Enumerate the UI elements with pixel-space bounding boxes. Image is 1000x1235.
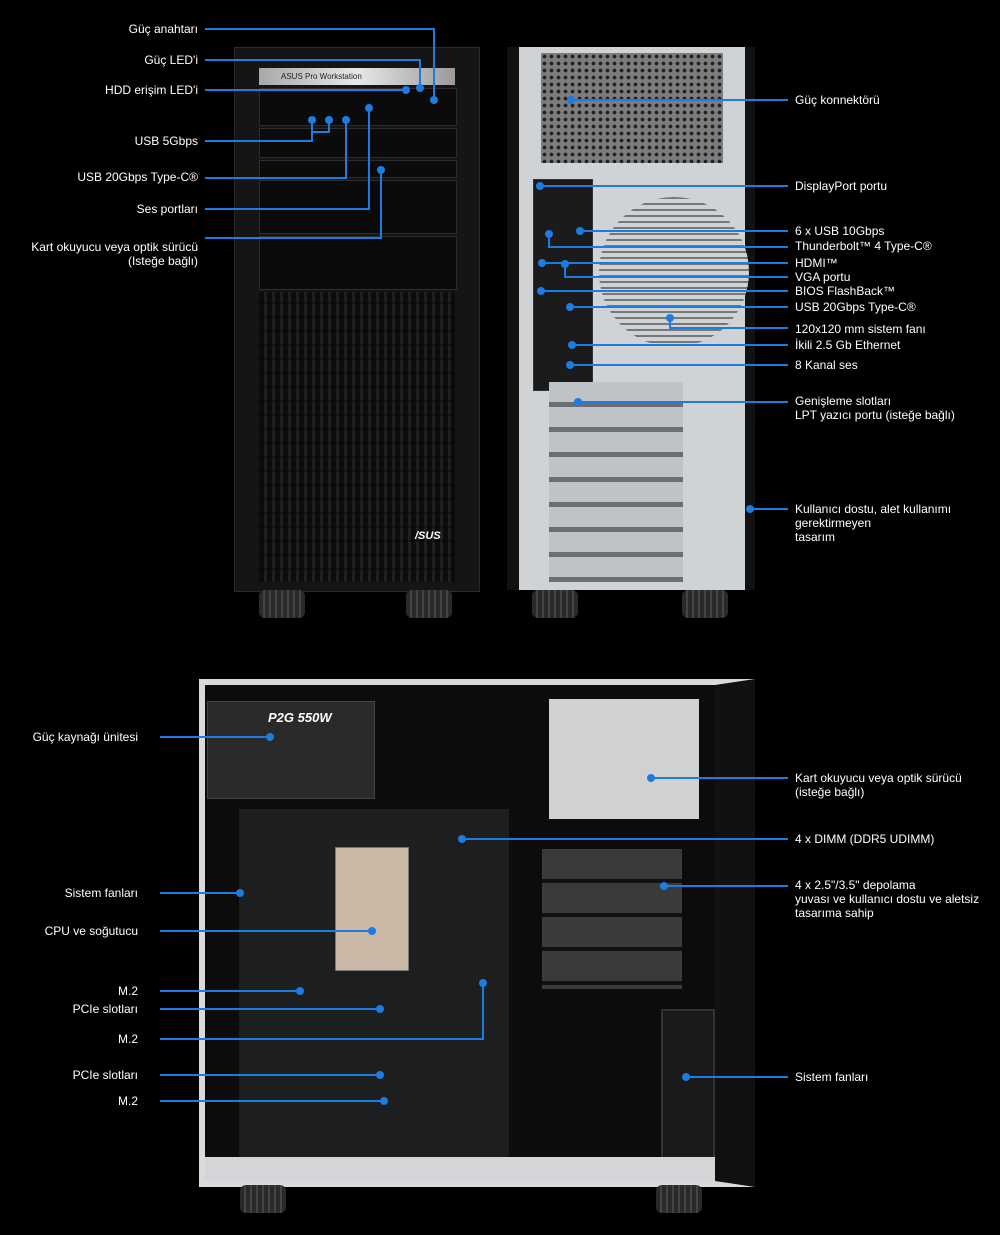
label-pcie-2: PCIe slotları: [72, 1068, 138, 1082]
case-foot: [532, 590, 578, 618]
front-nameplate: ASUS Pro Workstation: [259, 68, 455, 85]
label-thunderbolt: Thunderbolt™ 4 Type-C®: [795, 239, 932, 253]
rear-io-panel: [533, 179, 593, 391]
case-foot: [240, 1185, 286, 1213]
label-dimm: 4 x DIMM (DDR5 UDIMM): [795, 832, 935, 846]
label-bios-flashback: BIOS FlashBack™: [795, 284, 896, 298]
interior-psu: P2G 550W: [207, 701, 375, 799]
expansion-slot-covers: [549, 382, 683, 582]
rear-psu: [541, 53, 723, 163]
label-tool-free: Kullanıcı dostu, alet kullanımı gerektir…: [795, 502, 952, 544]
case-foot: [406, 590, 452, 618]
label-system-fans-left: Sistem fanları: [64, 886, 138, 900]
storage-cage: [542, 849, 682, 989]
label-m2-1: M.2: [117, 984, 138, 998]
drive-bay-2: [259, 236, 457, 290]
label-hdmi: HDMI™: [795, 256, 838, 270]
rear-fan-grille: [599, 197, 749, 347]
label-m2-2: M.2: [117, 1032, 138, 1046]
psu-brand-text: P2G 550W: [268, 710, 332, 725]
label-power-switch: Güç anahtarı: [128, 22, 198, 36]
label-audio-ports: Ses portları: [136, 202, 198, 216]
optical-bay: [259, 128, 457, 158]
label-usb-10gbps: 6 x USB 10Gbps: [795, 224, 885, 238]
label-expansion-slots: Genişleme slotları LPT yazıcı portu (ist…: [795, 394, 955, 422]
side-fan: [661, 1009, 715, 1163]
label-storage: 4 x 2.5"/3.5" depolama yuvası ve kullanı…: [795, 878, 980, 920]
drive-bay-1: [259, 180, 457, 234]
label-ethernet: İkili 2.5 Gb Ethernet: [795, 338, 901, 352]
label-usb-5gbps: USB 5Gbps: [134, 134, 198, 148]
label-audio-8ch: 8 Kanal ses: [795, 358, 858, 372]
front-view-case: ASUS Pro Workstation /SUS: [234, 47, 480, 592]
case-foot: [682, 590, 728, 618]
label-power-connector: Güç konnektörü: [795, 93, 880, 107]
label-hdd-led: HDD erişim LED'i: [105, 83, 198, 97]
label-psu: Güç kaynağı ünitesi: [32, 730, 138, 744]
label-m2-3: M.2: [117, 1094, 138, 1108]
optical-bay-interior: [549, 699, 699, 819]
front-io-panel: [259, 88, 457, 126]
interior-view-case: P2G 550W: [199, 679, 755, 1187]
cpu-cooler: [335, 847, 409, 971]
case-foot: [656, 1185, 702, 1213]
label-power-led: Güç LED'i: [144, 53, 198, 67]
label-rear-usb-typec: USB 20Gbps Type-C®: [795, 300, 916, 314]
label-pcie-1: PCIe slotları: [72, 1002, 138, 1016]
rear-view-case: [507, 47, 755, 590]
card-reader-bay: [259, 160, 457, 178]
label-interior-card-reader: Kart okuyucu veya optik sürücü (isteğe b…: [795, 771, 962, 799]
case-foot: [259, 590, 305, 618]
label-front-usb-typec: USB 20Gbps Type-C®: [77, 170, 198, 184]
label-system-fan: 120x120 mm sistem fanı: [795, 322, 926, 336]
label-system-fans-right: Sistem fanları: [795, 1070, 869, 1084]
front-grille: [259, 292, 455, 582]
label-front-card-reader: Kart okuyucu veya optik sürücü (Isteğe b…: [31, 240, 198, 268]
label-displayport: DisplayPort portu: [795, 179, 888, 193]
label-vga: VGA portu: [795, 270, 851, 284]
asus-logo: /SUS: [415, 530, 441, 542]
label-cpu-cooler: CPU ve soğutucu: [44, 924, 138, 938]
